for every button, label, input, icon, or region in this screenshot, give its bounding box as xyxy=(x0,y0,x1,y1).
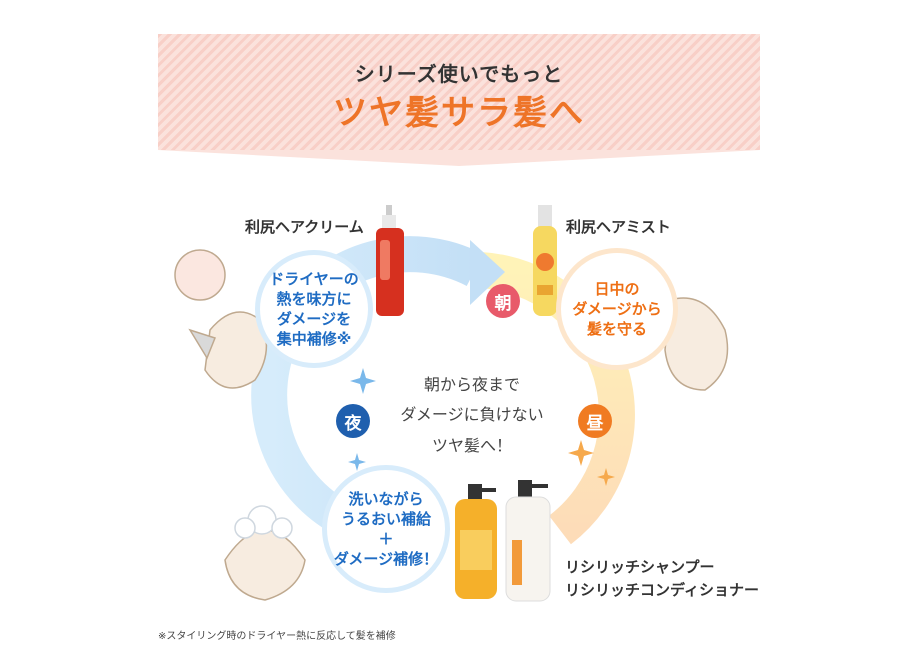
banner-subtitle: シリーズ使いでもっと xyxy=(354,62,564,86)
bubble-line: 髪を守る xyxy=(586,320,647,339)
header-banner xyxy=(158,34,760,150)
night-marker: 夜 xyxy=(336,404,370,438)
sparkle-icon xyxy=(568,440,615,486)
woman-mist-illustration xyxy=(664,297,729,391)
bubble-line: ダメージ補修！ xyxy=(333,550,439,569)
conditioner-bottle xyxy=(505,480,551,602)
shampoo-name: リシリッチシャンプー xyxy=(565,558,715,576)
banner-pointer xyxy=(158,150,760,166)
hair-mist-label: 利尻ヘアミスト xyxy=(566,218,671,236)
center-line: 朝から夜まで xyxy=(423,375,520,394)
bubble-line: ＋ xyxy=(378,530,394,548)
bubble-line: 日中の xyxy=(594,279,640,298)
woman-washing-hair-illustration xyxy=(224,505,306,601)
hair-cream-label: 利尻ヘアクリーム xyxy=(245,218,364,236)
bubble-line: ダメージから xyxy=(572,299,662,318)
woman-drying-hair-illustration xyxy=(174,249,268,389)
center-line: ダメージに負けない xyxy=(400,405,544,425)
shampoo-label: リシリッチシャンプー リシリッチコンディショナー xyxy=(565,556,759,601)
bubble-line: ドライヤーの xyxy=(269,269,359,288)
noon-marker: 昼 xyxy=(578,404,612,438)
cycle-arrow-icon xyxy=(470,240,505,305)
banner-title: ツヤ髪サラ髪へ xyxy=(333,93,585,133)
wash-bubble: 洗いながら うるおい補給 ＋ ダメージ補修！ xyxy=(322,465,450,593)
hair-mist-bottle xyxy=(533,205,557,316)
shampoo-bottle xyxy=(455,484,497,599)
bubble-line: 洗いながら xyxy=(348,489,424,508)
bubble-line: 熱を味方に xyxy=(276,289,352,308)
sparkle-icon xyxy=(348,368,376,471)
conditioner-name: リシリッチコンディショナー xyxy=(565,580,759,599)
center-line: ツヤ髪へ！ xyxy=(431,435,512,455)
hair-cream-bottle xyxy=(376,205,404,316)
morning-marker: 朝 xyxy=(486,284,520,318)
morning-mist-bubble: 日中の ダメージから 髪を守る xyxy=(556,248,678,370)
bubble-line: うるおい補給 xyxy=(340,509,431,528)
bubble-line: ダメージを xyxy=(276,310,352,328)
footnote: ※スタイリング時のドライヤー熱に反応して髪を補修 xyxy=(158,631,396,642)
bubble-line: 集中補修※ xyxy=(276,330,352,349)
center-message: 朝から夜まで ダメージに負けない ツヤ髪へ！ xyxy=(392,370,552,461)
night-cream-bubble: ドライヤーの 熱を味方に ダメージを 集中補修※ xyxy=(255,250,373,368)
